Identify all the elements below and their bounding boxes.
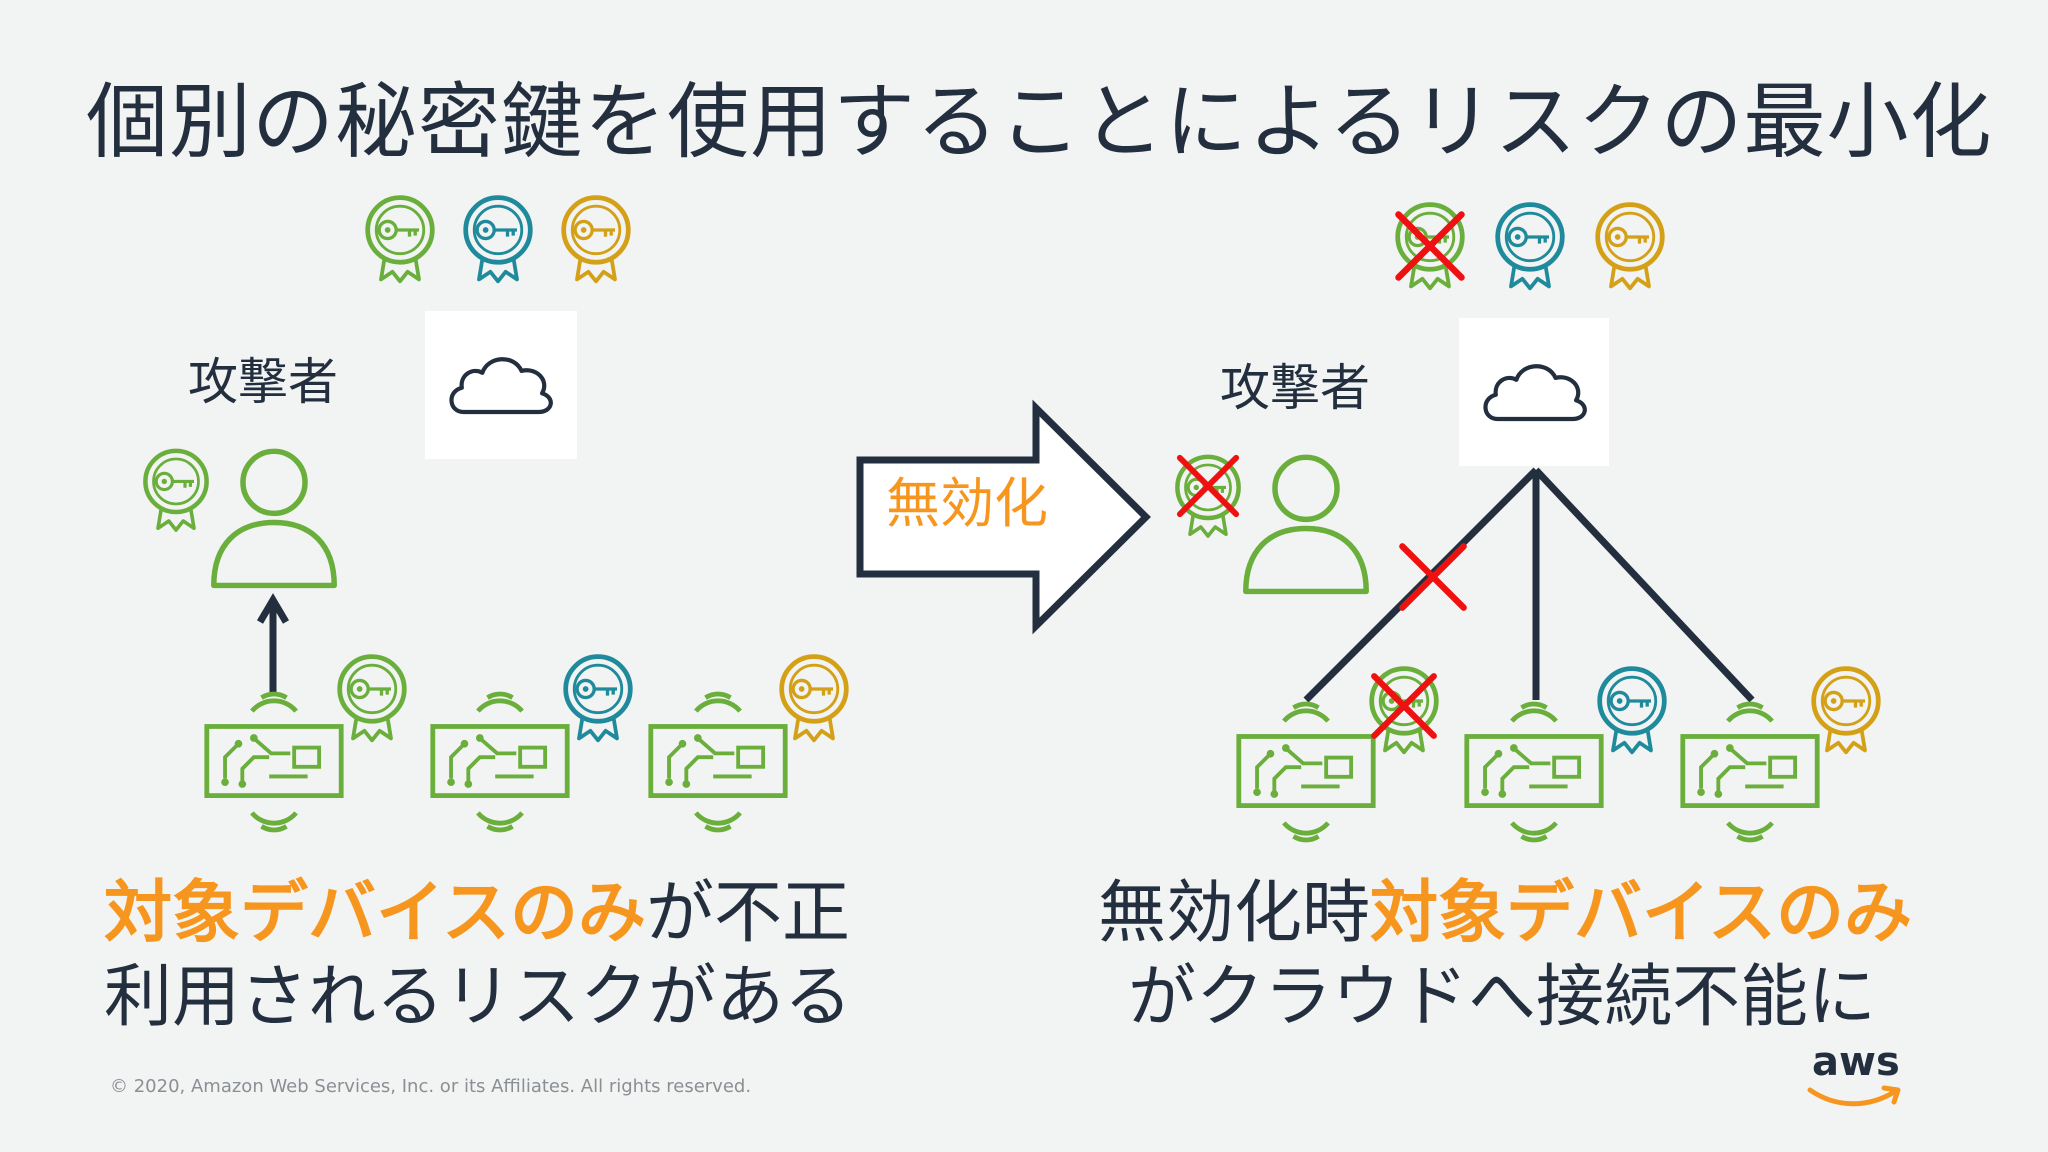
right-caption-highlight: 対象デバイスのみ <box>1370 874 1912 953</box>
attacker-label: 攻撃者 <box>188 353 338 411</box>
aws-logo: aws <box>1807 1039 1901 1107</box>
left-caption-highlight: 対象デバイスのみ <box>104 874 646 953</box>
aws-smile-icon <box>1807 1085 1901 1107</box>
connection-line <box>1533 467 1755 703</box>
right-caption-prefix: 無効化時 <box>1098 874 1371 953</box>
iot-device-icon <box>1234 700 1378 844</box>
left-caption-rest: が不正 <box>645 874 850 953</box>
certificate-key-icon <box>1808 664 1884 756</box>
right-caption-line1: 無効化時対象デバイスのみ <box>1098 872 1912 956</box>
user-icon <box>1234 450 1378 596</box>
cloud-box <box>425 311 577 459</box>
left-caption-line1: 対象デバイスのみが不正 <box>104 872 850 956</box>
attacker-label: 攻撃者 <box>1220 359 1370 417</box>
cross-icon <box>1396 540 1470 614</box>
slide-title: 個別の秘密鍵を使用することによるリスクの最小化 <box>86 75 1993 170</box>
left-caption-line2: 利用されるリスクがある <box>104 958 853 1037</box>
right-arrow-icon <box>856 399 1151 635</box>
copyright-text: © 2020, Amazon Web Services, Inc. or its… <box>110 1076 752 1097</box>
iot-device-icon <box>1462 700 1606 844</box>
aws-logo-text: aws <box>1812 1039 1900 1085</box>
cross-icon <box>1174 452 1242 520</box>
iot-device-icon <box>1678 700 1822 844</box>
certificate-key-icon <box>1594 664 1670 756</box>
cross-icon <box>1368 670 1440 742</box>
right-caption-line2: がクラウドへ接続不能に <box>1128 958 1877 1037</box>
arrow-label: 無効化 <box>886 472 1048 535</box>
cloud-box <box>1459 318 1609 466</box>
up-arrow-icon <box>256 593 290 692</box>
